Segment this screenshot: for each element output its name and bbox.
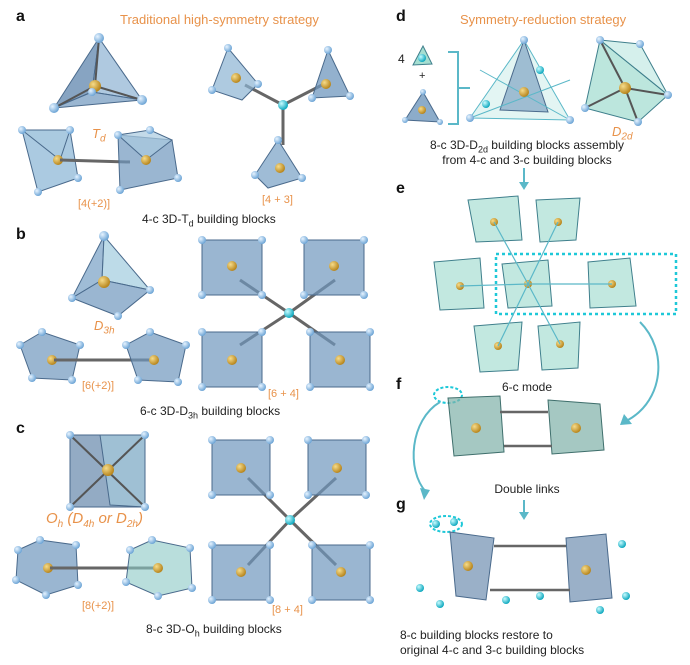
d3h-bipyramid bbox=[68, 231, 154, 320]
panel-c-sym-alt-end: ) bbox=[138, 510, 143, 527]
panel-c-sym-alt-sub2: 2h bbox=[126, 519, 138, 530]
arrow-e-to-f bbox=[627, 321, 660, 421]
panel-d-graphics bbox=[402, 36, 672, 190]
panel-c-label-left: [8(+2)] bbox=[82, 600, 115, 612]
assembly-bracket bbox=[448, 51, 470, 125]
arrow-d-to-e-head bbox=[519, 182, 529, 190]
oh-dimer bbox=[12, 536, 196, 600]
e-top-left bbox=[467, 195, 523, 243]
arrow-f-to-g-head bbox=[420, 488, 430, 500]
panel-b-caption-main: 6-c 3D-D bbox=[140, 404, 189, 418]
panel-a-label-right: [4 + 3] bbox=[262, 194, 293, 206]
panel-e-caption: 6-c mode bbox=[501, 380, 553, 394]
oh-octahedron bbox=[66, 431, 149, 511]
td-dimer bbox=[18, 126, 182, 196]
panel-c-caption-sub: h bbox=[194, 628, 200, 639]
panel-a-sym-sub: d bbox=[99, 133, 106, 145]
panel-a-caption-sub: d bbox=[188, 218, 194, 229]
small-tetrahedron-teal bbox=[412, 44, 433, 66]
panel-b-caption: 6-c 3D-D3h building blocks bbox=[140, 404, 280, 420]
panel-b-graphics bbox=[16, 231, 374, 391]
panel-d-caption-line1: 8-c 3D-D2d building blocks assembly bbox=[430, 138, 624, 154]
panel-c-sym-label: O bbox=[46, 510, 58, 527]
panel-d-sym-sub: 2d bbox=[621, 131, 633, 143]
panel-c-caption: 8-c 3D-Oh building blocks bbox=[146, 622, 282, 638]
panel-c-sym-sub: h bbox=[57, 519, 64, 530]
panel-d-count: 4 bbox=[398, 52, 405, 66]
panel-d-symmetry: D2d bbox=[612, 124, 633, 143]
panel-g-caption-line1: 8-c building blocks restore to bbox=[400, 628, 553, 642]
panel-letter-f: f bbox=[396, 376, 402, 393]
panel-d-caption-line2: from 4-c and 3-c building blocks bbox=[442, 153, 612, 167]
e-bottom-right bbox=[537, 321, 581, 371]
panel-f-graphics bbox=[412, 386, 605, 520]
panel-b-caption-sub: 3h bbox=[188, 410, 199, 421]
panel-c-caption-main: 8-c 3D-O bbox=[146, 622, 195, 636]
panel-a-caption-tail: building blocks bbox=[193, 212, 276, 226]
panel-b-sym-sub: 3h bbox=[103, 325, 115, 337]
panel-b-caption-tail: building blocks bbox=[198, 404, 281, 418]
panel-c-sym-alt-sub: 4h bbox=[83, 519, 95, 530]
assembly-cluster bbox=[466, 36, 574, 124]
panel-letter-b: b bbox=[16, 226, 26, 243]
panel-b-label-left: [6(+2)] bbox=[82, 380, 115, 392]
panel-c-symmetry: Oh (D4h or D2h) bbox=[46, 510, 143, 530]
panel-a-caption-main: 4-c 3D-T bbox=[142, 212, 189, 226]
panel-b-symmetry: D3h bbox=[94, 318, 115, 337]
g-highlight-ellipse bbox=[429, 515, 463, 533]
panel-c-caption-tail: building blocks bbox=[199, 622, 282, 636]
panel-e-graphics bbox=[433, 195, 678, 425]
panel-a-caption: 4-c 3D-Td building blocks bbox=[142, 212, 276, 228]
panel-d-caption-line1-tail: building blocks assembly bbox=[487, 138, 625, 152]
panel-letter-a: a bbox=[16, 8, 25, 25]
panel-g-caption-line2: original 4-c and 3-c building blocks bbox=[400, 643, 585, 657]
d3h-pentamer bbox=[198, 236, 374, 391]
panel-a-sym-label: T bbox=[92, 126, 100, 141]
panel-d-sym-label: D bbox=[612, 124, 622, 139]
oh-pentamer bbox=[208, 436, 374, 604]
small-tetrahedron-blue bbox=[402, 89, 443, 125]
f-right-block bbox=[547, 399, 605, 455]
panel-letter-e: e bbox=[396, 180, 405, 197]
panel-d-plus: + bbox=[419, 70, 426, 82]
td-trimer bbox=[208, 44, 354, 189]
panel-f-caption: Double links bbox=[494, 482, 560, 496]
panel-a-symmetry: Td bbox=[92, 126, 106, 145]
panel-c-graphics bbox=[12, 431, 374, 604]
d2d-polyhedron bbox=[581, 36, 672, 126]
panel-a-header: Traditional high-symmetry strategy bbox=[120, 12, 319, 27]
panel-d-header: Symmetry-reduction strategy bbox=[460, 12, 627, 27]
panel-letter-d: d bbox=[396, 8, 406, 25]
panel-d-caption-line1-main: 8-c 3D-D bbox=[429, 138, 478, 152]
g-right-block bbox=[565, 533, 613, 603]
panel-d-caption-line1-sub: 2d bbox=[477, 144, 488, 155]
e-top-right bbox=[535, 197, 581, 243]
panel-letter-g: g bbox=[396, 496, 406, 513]
f-left-block bbox=[447, 395, 505, 457]
panel-a-graphics bbox=[18, 33, 354, 196]
panel-a-label-left: [4(+2)] bbox=[78, 198, 111, 210]
e-mid-right bbox=[587, 257, 637, 309]
e-mid-left bbox=[433, 257, 485, 311]
e-links bbox=[459, 221, 612, 347]
panel-g-graphics bbox=[416, 515, 630, 614]
highlight-box bbox=[494, 252, 678, 316]
panel-letter-c: c bbox=[16, 420, 25, 437]
arrow-e-to-f-head bbox=[620, 414, 632, 425]
g-left-block bbox=[449, 531, 495, 601]
panel-c-label-right: [8 + 4] bbox=[272, 604, 303, 616]
arrow-f-to-g bbox=[412, 401, 441, 493]
panel-b-label-right: [6 + 4] bbox=[268, 388, 299, 400]
td-tetrahedron bbox=[49, 33, 147, 113]
panel-b-sym-label: D bbox=[94, 318, 104, 333]
e-bottom-left bbox=[473, 321, 523, 373]
panel-c-sym-alt-mid: or D bbox=[94, 510, 127, 527]
arrow-f-down-head bbox=[519, 512, 529, 520]
d3h-dimer bbox=[16, 328, 190, 386]
panel-c-sym-alt: (D bbox=[63, 510, 84, 527]
f-highlight-ellipse bbox=[433, 386, 463, 404]
